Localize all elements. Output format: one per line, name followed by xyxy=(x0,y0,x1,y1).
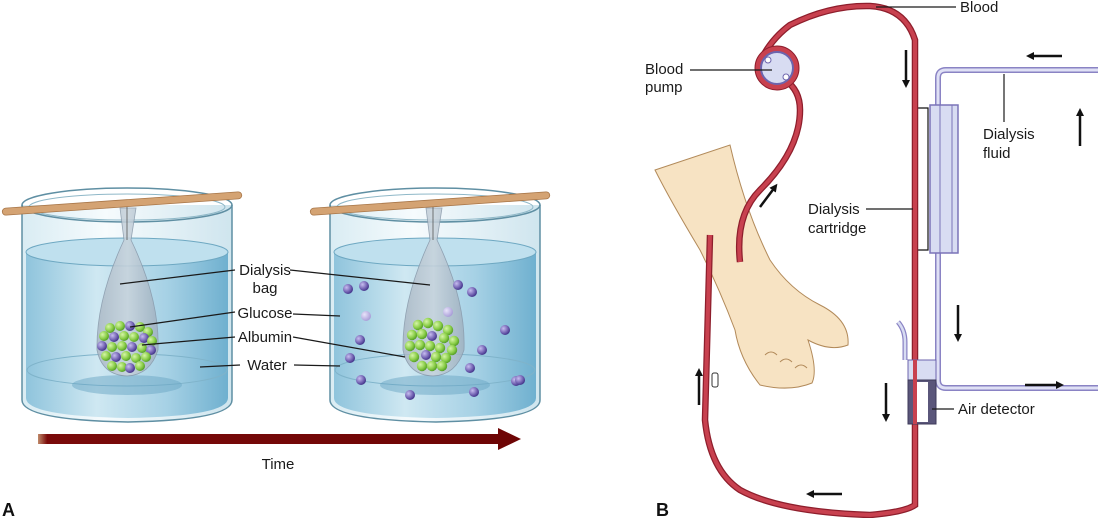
flow-arrows xyxy=(695,50,1084,498)
stirring-stick-initial xyxy=(1,191,243,216)
forearm-hand xyxy=(654,144,849,389)
glucose-molecule xyxy=(127,342,137,352)
label-water: Water xyxy=(247,357,286,374)
glucose-molecule xyxy=(361,311,371,321)
albumin-molecule xyxy=(137,343,147,353)
label-glucose: Glucose xyxy=(237,305,292,322)
label-blood-pump-line1: Blood xyxy=(645,61,683,78)
label-dialysis-fluid-line1: Dialysis xyxy=(983,126,1035,143)
albumin-molecule xyxy=(99,331,109,341)
label-blood: Blood xyxy=(960,0,998,16)
albumin-molecule xyxy=(117,362,127,372)
albumin-molecule xyxy=(117,341,127,351)
panel-a-leader-lines xyxy=(119,269,431,368)
glucose-molecule xyxy=(125,321,135,331)
blood-pump xyxy=(754,45,800,91)
label-dialysis-cartridge-line2: cartridge xyxy=(808,220,866,237)
albumin-molecule xyxy=(414,339,426,351)
glucose-molecule xyxy=(453,280,463,290)
albumin-molecule xyxy=(115,321,125,331)
albumin-molecule xyxy=(105,323,115,333)
albumin-molecule xyxy=(442,324,454,336)
glucose-molecule xyxy=(345,353,355,363)
albumin-molecule xyxy=(440,352,452,364)
glucose-molecule xyxy=(443,307,453,317)
glucose-molecule xyxy=(139,333,149,343)
albumin-molecule xyxy=(129,332,139,342)
albumin-molecule xyxy=(406,329,418,341)
label-dialysis-fluid-line2: fluid xyxy=(983,145,1011,162)
label-dialysis-bag-line1: Dialysis xyxy=(239,262,291,279)
label-dialysis-bag-line2: bag xyxy=(252,280,277,297)
glucose-molecule xyxy=(356,375,366,385)
albumin-molecule xyxy=(121,351,131,361)
glucose-molecule xyxy=(477,345,487,355)
albumin-molecule xyxy=(424,340,436,352)
albumin-molecule xyxy=(101,351,111,361)
albumin-molecule xyxy=(119,331,129,341)
beaker-initial xyxy=(21,187,233,423)
albumin-molecule xyxy=(135,322,145,332)
albumin-molecule xyxy=(404,340,416,352)
glucose-molecule xyxy=(359,281,369,291)
glucose-molecule xyxy=(97,341,107,351)
glucose-molecule xyxy=(427,331,437,341)
albumin-molecule xyxy=(107,361,117,371)
glucose-molecule xyxy=(146,345,156,355)
albumin-molecule xyxy=(408,351,420,363)
glucose-molecule xyxy=(355,335,365,345)
albumin-molecule xyxy=(107,342,117,352)
albumin-molecule xyxy=(448,335,460,347)
blood-tubing xyxy=(701,2,919,518)
albumin-molecule xyxy=(446,344,458,356)
panel-label-b: B xyxy=(656,500,669,518)
albumin-molecule xyxy=(412,319,424,331)
molecules-initial xyxy=(97,321,157,373)
label-dialysis-cartridge-line1: Dialysis xyxy=(808,201,860,218)
molecules-later xyxy=(343,280,525,400)
label-air-detector: Air detector xyxy=(958,401,1035,418)
glucose-molecule xyxy=(465,363,475,373)
glucose-molecule xyxy=(109,332,119,342)
glucose-molecule xyxy=(469,387,479,397)
albumin-molecule xyxy=(135,361,145,371)
albumin-molecule xyxy=(438,332,450,344)
glucose-molecule xyxy=(111,352,121,362)
glucose-molecule xyxy=(515,375,525,385)
stirring-stick-later xyxy=(309,191,551,216)
label-blood-pump-line2: pump xyxy=(645,79,683,96)
dialysis-fluid-tubing xyxy=(935,67,1098,391)
glucose-molecule xyxy=(343,284,353,294)
glucose-molecule xyxy=(405,390,415,400)
albumin-molecule xyxy=(436,360,448,372)
time-arrow xyxy=(38,428,521,450)
glucose-molecule xyxy=(421,350,431,360)
glucose-molecule xyxy=(467,287,477,297)
panel-label-a: A xyxy=(2,500,15,518)
albumin-molecule xyxy=(432,320,444,332)
albumin-molecule xyxy=(416,328,428,340)
dialysis-cartridge xyxy=(912,104,959,254)
albumin-molecule xyxy=(434,342,446,354)
label-albumin: Albumin xyxy=(238,329,292,346)
albumin-molecule xyxy=(430,351,442,363)
air-detector xyxy=(896,320,937,425)
albumin-molecule xyxy=(422,317,434,329)
albumin-molecule xyxy=(141,352,151,362)
albumin-molecule xyxy=(416,360,428,372)
panel-b-leader-lines xyxy=(690,6,1005,410)
glucose-molecule xyxy=(500,325,510,335)
label-time: Time xyxy=(262,456,295,473)
albumin-molecule xyxy=(131,353,141,363)
albumin-molecule xyxy=(426,360,438,372)
tube-clamp xyxy=(711,372,719,388)
glucose-molecule xyxy=(125,363,135,373)
